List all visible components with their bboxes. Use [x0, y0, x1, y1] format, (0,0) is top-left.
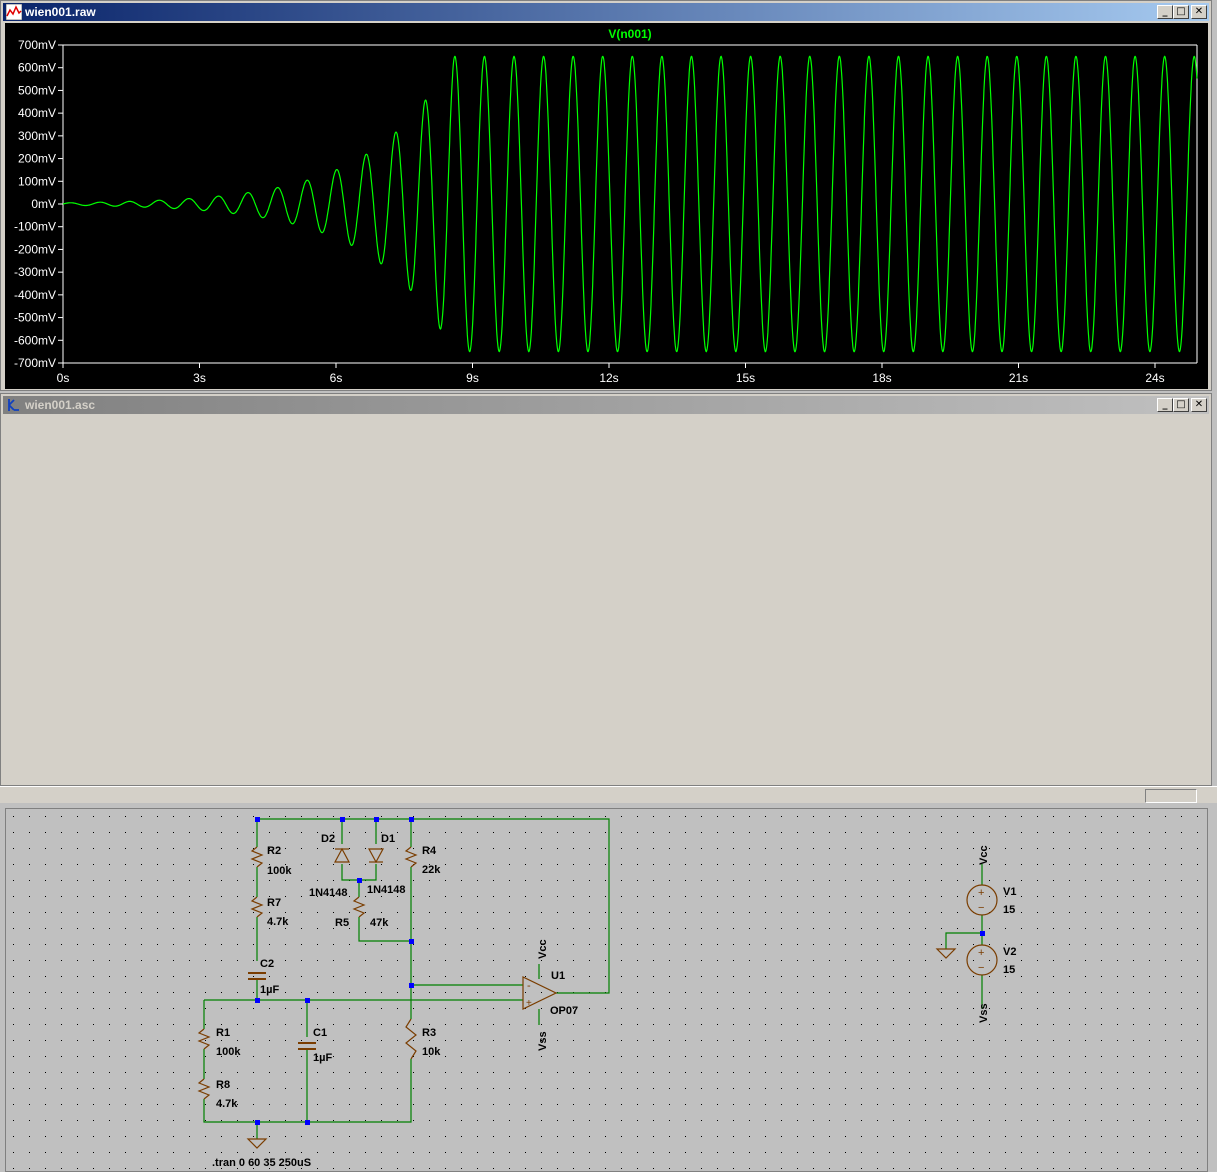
r7-value[interactable]: 4.7k: [267, 916, 289, 928]
schematic-window-controls: _□✕: [1157, 398, 1207, 412]
schematic-grid: [6, 809, 1207, 1171]
x-tick-label: 6s: [330, 371, 343, 385]
u1-name[interactable]: U1: [551, 970, 565, 982]
v1-minus-sign: −: [978, 902, 984, 914]
v1-value[interactable]: 15: [1003, 904, 1015, 916]
x-tick-label: 21s: [1009, 371, 1028, 385]
r2-value[interactable]: 100k: [267, 865, 292, 877]
trace-v-n001[interactable]: [62, 55, 1198, 353]
opamp-vcc-label[interactable]: Vcc: [537, 939, 549, 959]
y-tick-label: -400mV: [14, 288, 56, 302]
y-tick-label: 300mV: [18, 129, 56, 143]
v2-name[interactable]: V2: [1003, 946, 1016, 958]
trace-name-label[interactable]: V(n001): [608, 27, 651, 41]
close-button[interactable]: ✕: [1191, 398, 1207, 412]
x-tick-label: 3s: [193, 371, 206, 385]
r1-name[interactable]: R1: [216, 1027, 230, 1039]
waveform-titlebar[interactable]: wien001.raw _□✕: [3, 3, 1209, 21]
close-button[interactable]: ✕: [1191, 5, 1207, 19]
waveform-plot-area[interactable]: V(n001) 700mV 600mV 500mV 400mV 300mV 200mV 10…: [5, 23, 1208, 389]
v2-value[interactable]: 15: [1003, 964, 1015, 976]
minimize-button[interactable]: _: [1157, 5, 1173, 19]
y-tick-label: -700mV: [14, 356, 56, 370]
c2-name[interactable]: C2: [260, 958, 274, 970]
y-tick-label: 200mV: [18, 152, 56, 166]
x-tick-label: 0s: [57, 371, 70, 385]
opamp-plus-sign: +: [526, 998, 532, 1009]
x-tick-label: 18s: [872, 371, 891, 385]
waveform-window-title: wien001.raw: [25, 5, 96, 19]
schematic-drawing[interactable]: - + + − + − R2 100k R7 4.7k C2 1µF: [6, 809, 1208, 1172]
d2-name[interactable]: D2: [321, 833, 335, 845]
y-tick-label: 0mV: [31, 197, 56, 211]
r2-name[interactable]: R2: [267, 845, 281, 857]
r7-name[interactable]: R7: [267, 897, 281, 909]
r8-value[interactable]: 4.7k: [216, 1098, 238, 1110]
y-tick-label: 600mV: [18, 61, 56, 75]
schematic-app-icon: [8, 399, 19, 411]
r4-value[interactable]: 22k: [422, 864, 441, 876]
r3-value[interactable]: 10k: [422, 1046, 441, 1058]
u1-value[interactable]: OP07: [550, 1005, 578, 1017]
spice-directive[interactable]: .tran 0 60 35 250uS: [212, 1157, 311, 1169]
minimize-button[interactable]: _: [1157, 398, 1173, 412]
x-tick-label: 24s: [1145, 371, 1164, 385]
waveform-window[interactable]: wien001.raw _□✕ V(n001) 700mV 600mV 500mV 4…: [0, 0, 1212, 391]
y-tick-label: -200mV: [14, 242, 56, 256]
status-bar: [0, 786, 1217, 803]
d2-value[interactable]: 1N4148: [309, 887, 348, 899]
v1-plus-sign: +: [978, 887, 984, 899]
y-tick-label: -300mV: [14, 265, 56, 279]
schematic-window-title: wien001.asc: [25, 398, 96, 412]
y-tick-label: -500mV: [14, 311, 56, 325]
opamp-minus-sign: -: [527, 980, 531, 992]
x-tick-label: 15s: [736, 371, 755, 385]
v2-minus-sign: −: [978, 962, 984, 974]
r8-name[interactable]: R8: [216, 1079, 230, 1091]
schematic-canvas[interactable]: - + + − + − R2 100k R7 4.7k C2 1µF: [5, 808, 1208, 1172]
v2-plus-sign: +: [978, 947, 984, 959]
y-tick-label: 700mV: [18, 38, 56, 52]
r3-name[interactable]: R3: [422, 1027, 436, 1039]
waveform-plot[interactable]: V(n001) 700mV 600mV 500mV 400mV 300mV 200mV 10…: [5, 23, 1208, 389]
y-tick-label: 500mV: [18, 83, 56, 97]
supply-vss-label[interactable]: Vss: [978, 1003, 990, 1023]
waveform-app-icon: [6, 4, 22, 20]
x-tick-label: 9s: [466, 371, 479, 385]
waveform-window-controls: _□✕: [1157, 5, 1207, 19]
schematic-window[interactable]: wien001.asc _□✕: [0, 393, 1212, 1172]
schematic-titlebar[interactable]: wien001.asc _□✕: [3, 396, 1209, 414]
r4-name[interactable]: R4: [422, 845, 437, 857]
c2-value[interactable]: 1µF: [260, 984, 279, 996]
d1-name[interactable]: D1: [381, 833, 395, 845]
x-tick-label: 12s: [599, 371, 618, 385]
y-tick-label: -600mV: [14, 333, 56, 347]
c1-value[interactable]: 1µF: [313, 1052, 332, 1064]
d1-value[interactable]: 1N4148: [367, 884, 406, 896]
y-tick-label: -100mV: [14, 220, 56, 234]
v1-name[interactable]: V1: [1003, 886, 1016, 898]
y-tick-label: 100mV: [18, 174, 56, 188]
status-pane: [1145, 789, 1197, 803]
c1-name[interactable]: C1: [313, 1027, 327, 1039]
r5-value[interactable]: 47k: [370, 917, 389, 929]
r1-value[interactable]: 100k: [216, 1046, 241, 1058]
y-tick-label: 400mV: [18, 106, 56, 120]
supply-vcc-label[interactable]: Vcc: [978, 845, 990, 865]
maximize-button[interactable]: □: [1173, 5, 1189, 19]
r5-name[interactable]: R5: [335, 917, 349, 929]
opamp-vss-label[interactable]: Vss: [537, 1031, 549, 1051]
maximize-button[interactable]: □: [1173, 398, 1189, 412]
